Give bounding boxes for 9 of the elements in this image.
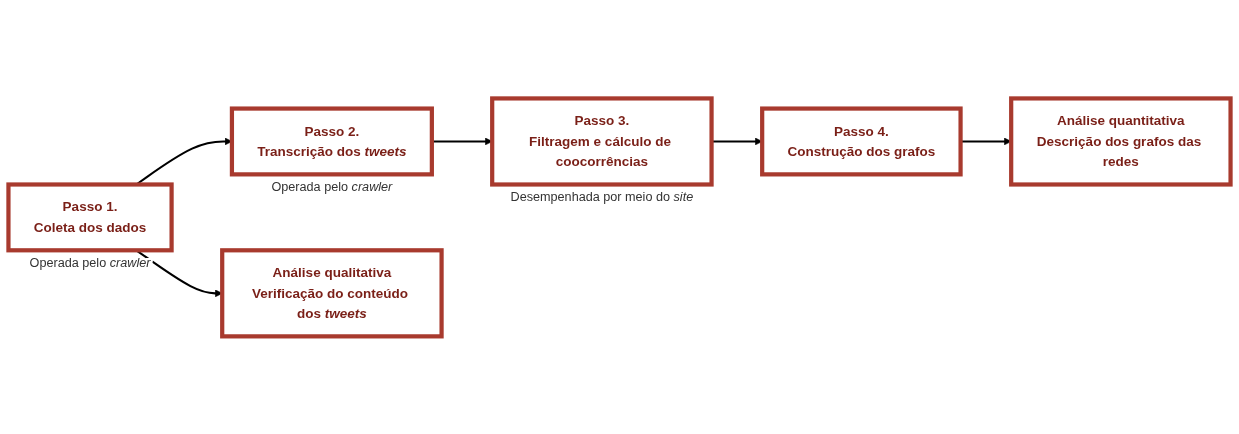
node-box: Análise quantitativa Descrição dos grafos das redes [1009,95,1233,187]
node-box: Passo 3. Filtragem e cálculo de coocorrências [490,95,714,187]
node-box: Passo 2. Transcrição dos tweets [229,106,434,177]
node-box: Passo 4. Construção dos grafos [760,106,963,177]
step-caption: Operada pelo crawler [29,255,151,270]
step-caption: Desempenhada por meio do site [510,189,694,204]
step-caption: Operada pelo crawler [271,179,393,194]
node-box: Análise qualitativa Verificação do conteúdo dos tweets [220,247,444,339]
node-box: Passo 1. Coleta dos dados [6,182,174,252]
